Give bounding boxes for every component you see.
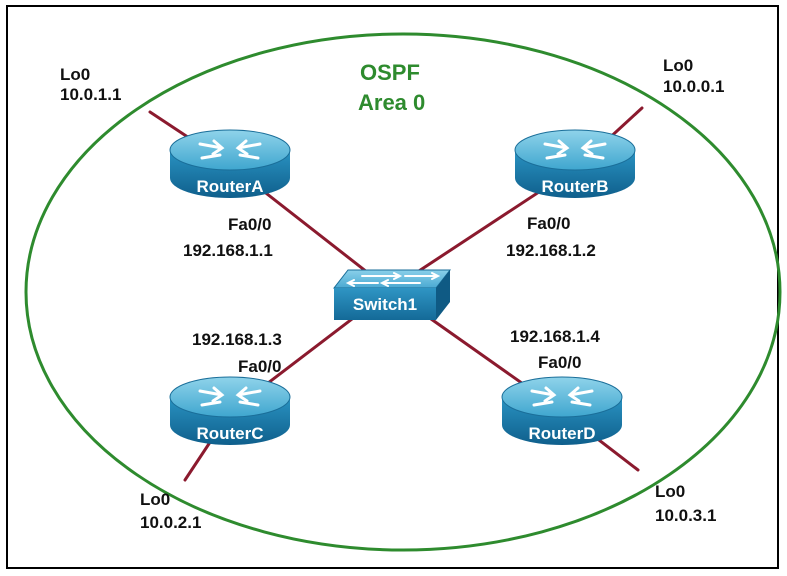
router-a-lo-name: Lo0	[60, 65, 91, 84]
router-c[interactable]: RouterC	[169, 376, 291, 445]
router-b-fa-name: Fa0/0	[527, 214, 571, 233]
switch-arrows-icon	[345, 272, 441, 287]
switch-1[interactable]: Switch1	[332, 269, 452, 320]
router-d-name: RouterD	[528, 424, 595, 443]
router-arrows-icon	[198, 139, 262, 160]
router-b-fa-ip: 192.168.1.2	[506, 241, 596, 260]
router-c-lo-name: Lo0	[140, 490, 171, 509]
router-arrows-icon	[543, 139, 607, 160]
router-arrows-icon	[530, 386, 594, 407]
router-d-lo-name: Lo0	[655, 482, 686, 501]
switch-1-name: Switch1	[353, 295, 417, 314]
router-b[interactable]: RouterB	[514, 129, 636, 198]
router-b-lo-ip: 10.0.0.1	[663, 77, 725, 96]
router-c-fa-ip: 192.168.1.3	[192, 330, 282, 349]
router-d-lo-ip: 10.0.3.1	[655, 506, 717, 525]
router-a-lo-ip: 10.0.1.1	[60, 85, 122, 104]
area-label-ospf: OSPF	[360, 60, 420, 85]
router-a[interactable]: RouterA	[169, 129, 291, 198]
router-b-name: RouterB	[541, 177, 608, 196]
router-c-fa-name: Fa0/0	[238, 357, 282, 376]
ospf-area-ring	[24, 32, 782, 552]
area-label-area0: Area 0	[358, 90, 426, 115]
router-d-fa-name: Fa0/0	[538, 353, 582, 372]
router-c-name: RouterC	[196, 424, 263, 443]
router-a-fa-name: Fa0/0	[228, 215, 272, 234]
router-a-name: RouterA	[196, 177, 263, 196]
router-d[interactable]: RouterD	[501, 376, 623, 445]
router-arrows-icon	[198, 386, 262, 407]
diagram-border	[6, 5, 779, 569]
router-d-fa-ip: 192.168.1.4	[510, 327, 600, 346]
router-a-fa-ip: 192.168.1.1	[183, 241, 273, 260]
router-c-lo-ip: 10.0.2.1	[140, 513, 202, 532]
router-b-lo-name: Lo0	[663, 56, 694, 75]
